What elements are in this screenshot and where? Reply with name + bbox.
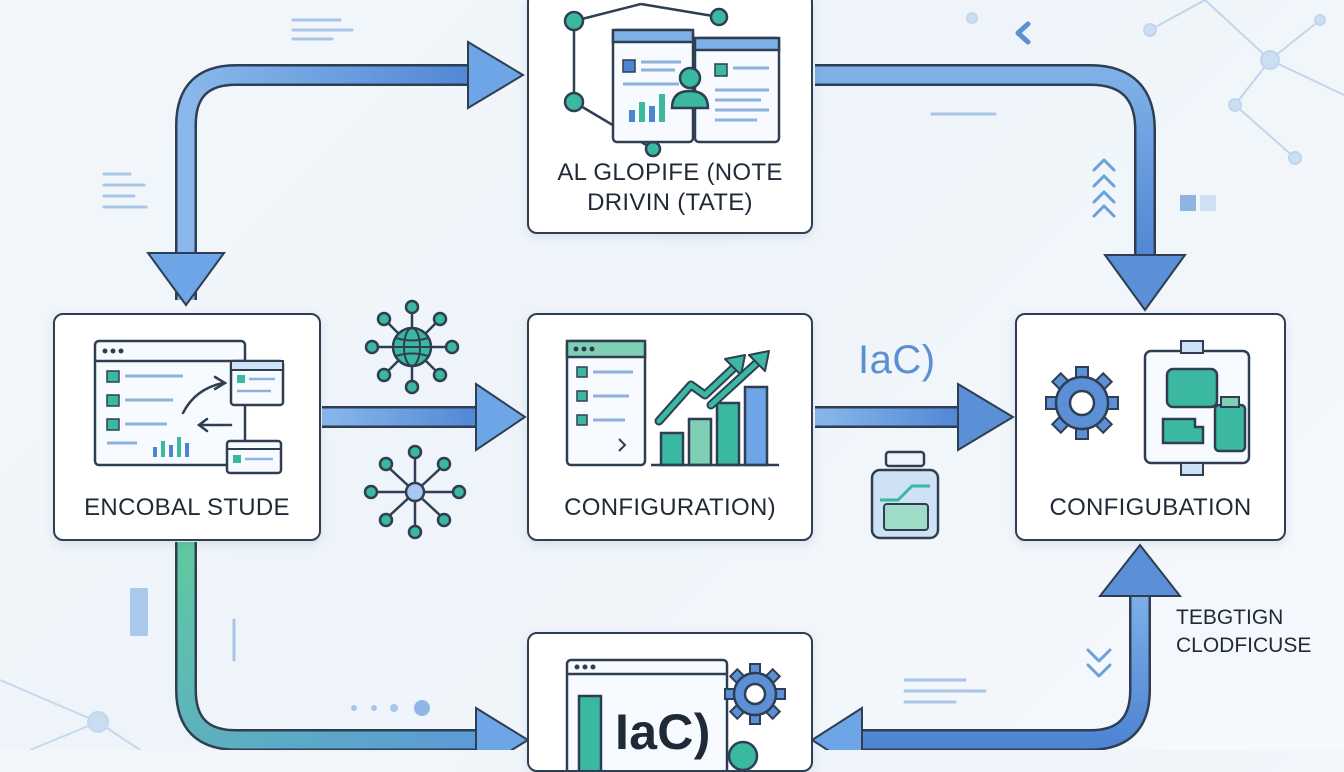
node-card-bottom[interactable]: IaC) [527,632,813,772]
network-decoration-top-right [966,0,1344,165]
decorative-bar [130,588,148,636]
connector-left-to-top [146,40,525,307]
connector-top-to-right [815,64,1187,312]
dashboard-network-illustration [563,2,781,158]
bar-growth-icon [651,385,779,467]
small-window-top-icon [229,359,285,407]
small-window-bottom-icon [225,439,283,475]
flow-diagram-canvas [0,0,1344,750]
config-window-icon [565,339,647,467]
node-card-top[interactable]: AL GLOPIFE (NOTE DRIVIN (TATE) [527,0,813,234]
connector-left-to-center [322,382,527,452]
edge-label-iac: IaC) [858,338,936,382]
cloud-config-illustration [1045,340,1251,476]
decorative-square [1180,195,1196,211]
node-label-right: CONFIGUBATION [1049,494,1252,521]
dot-row-decoration [351,700,430,716]
container-bottle-icon [870,450,940,540]
hub-network-icon [363,444,467,540]
decorative-square-light [1200,195,1216,211]
decorative-lines [102,18,997,704]
main-window-icon [93,339,247,467]
node-card-right[interactable]: CONFIGUBATION [1015,313,1286,541]
connector-bottom-to-right [810,543,1183,750]
user-avatar-icon [670,66,710,110]
node-label-center: CONFIGURATION) [564,494,776,521]
dashboard-window-back-icon [611,28,695,144]
side-note-line-1: TEBGTIGN [1176,606,1284,629]
chevron-left-icon [1015,21,1031,45]
node-label-left: ENCOBAL STUDE [84,494,290,521]
chevrons-up-icon [1092,158,1116,218]
growth-chart-illustration [565,339,779,467]
node-card-center[interactable]: CONFIGURATION) [527,313,813,541]
node-label-top-line-2: DRIVIN (TATE) [587,189,753,216]
connector-center-to-right [815,382,1015,452]
sync-arrows-icon [181,375,233,433]
node-card-left[interactable]: ENCOBAL STUDE [53,313,321,541]
network-decoration-bottom-left [0,679,141,750]
settings-gear-icon [724,663,786,725]
node-label-top: AL GLOPIFE (NOTE DRIVIN (TATE) [529,158,811,218]
node-label-top-line-1: AL GLOPIFE (NOTE [557,159,783,186]
gear-icon [1045,366,1119,440]
status-dot-icon [727,740,759,770]
globe-network-icon [364,299,460,395]
trend-arrows-icon [654,350,770,426]
dashboard-window-front-icon [693,36,781,144]
database-cylinder-icon [1213,396,1247,453]
side-note: TEBGTIGN CLODFICUSE [1176,604,1311,660]
chevrons-down-icon [1086,648,1112,678]
connector-left-to-bottom [175,542,530,750]
node-label-bottom: IaC) [615,704,711,760]
workflow-windows-illustration [93,339,285,475]
side-note-line-2: CLODFICUSE [1176,634,1312,657]
